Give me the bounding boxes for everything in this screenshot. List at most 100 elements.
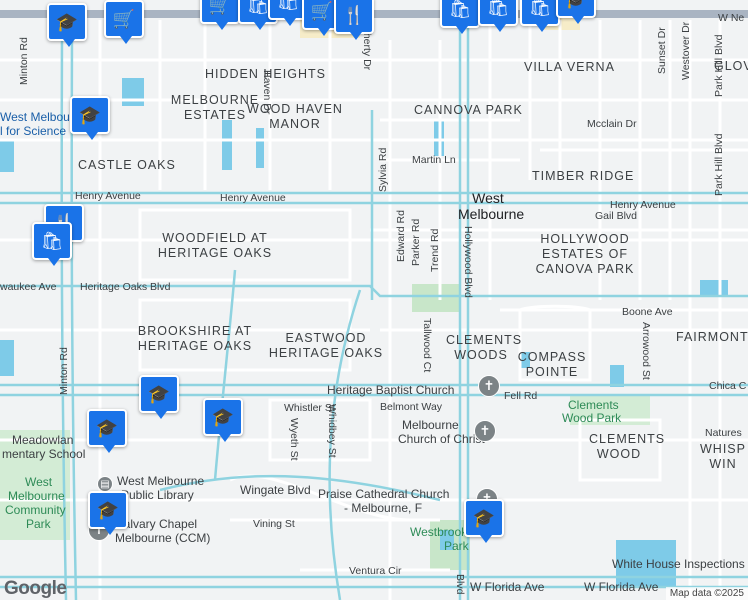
graduation-cap-icon[interactable]: 🎓: [87, 409, 127, 453]
road-label: Sylvia Rd: [377, 147, 389, 192]
road-label: Henry Avenue: [220, 192, 286, 204]
shopping-bag-icon[interactable]: 🛍: [440, 0, 480, 34]
area-label: CANNOVA PARK: [414, 103, 523, 117]
area-label: CLEMENTS WOODS: [446, 333, 523, 362]
poi-label[interactable]: Melbourne: [402, 418, 459, 432]
poi-label[interactable]: Park: [26, 517, 51, 531]
poi-label[interactable]: Clements: [568, 398, 619, 412]
area-label: HOLLYWOOD ESTATES OF CANOVA PARK: [535, 232, 635, 276]
road-label: Hollywood Blvd: [462, 226, 474, 298]
shopping-bag-icon[interactable]: 🛍: [478, 0, 518, 32]
area-label: HIDDEN HEIGHTS: [205, 67, 326, 81]
church-icon[interactable]: ✝: [478, 375, 500, 397]
road-label: Whistler St: [284, 402, 335, 414]
church-icon[interactable]: ✝: [474, 420, 496, 442]
poi-label[interactable]: Church of Christ: [398, 432, 485, 446]
arterial-roads: [0, 19, 748, 600]
map-attribution: Map data ©2025: [665, 587, 748, 600]
road-label: Sunset Dr: [656, 27, 668, 74]
park-area: [412, 284, 460, 312]
area-label: WHISP WIN: [700, 442, 746, 471]
road-label: Ventura Cir: [349, 565, 402, 577]
poi-label[interactable]: Praise Cathedral Church: [318, 487, 450, 501]
city-label: West Melbourne: [458, 190, 525, 222]
poi-label[interactable]: Community: [5, 503, 66, 517]
cart-icon[interactable]: 🛒: [104, 0, 144, 44]
graduation-cap-icon[interactable]: 🎓: [47, 3, 87, 47]
road-label: Park Hill Blvd: [713, 34, 725, 97]
road-label: W Ne: [718, 12, 745, 24]
road-label: waukee Ave: [0, 281, 57, 293]
poi-label[interactable]: Melbourne (CCM): [115, 531, 211, 545]
area-label: EASTWOOD HERITAGE OAKS: [268, 331, 384, 360]
road-label: W Florida Ave: [470, 580, 545, 594]
community-park-area: [0, 430, 70, 540]
road-label: Haven Dr: [261, 70, 273, 115]
graduation-cap-icon[interactable]: 🎓: [556, 0, 596, 24]
road-label: Arrowood St: [640, 322, 652, 380]
road-label: Henry Avenue: [75, 190, 141, 202]
road-label: Minton Rd: [18, 37, 30, 85]
area-label: COMPASS POINTE: [517, 350, 587, 379]
road-label: Henry Avenue: [610, 199, 676, 211]
poi-label[interactable]: West Melbourne: [0, 110, 88, 124]
road-label: Natures: [705, 427, 742, 439]
cart-icon[interactable]: 🛒: [200, 0, 240, 30]
poi-label[interactable]: Park: [444, 539, 469, 553]
road-label: Boone Ave: [622, 306, 673, 318]
poi-label[interactable]: White House Inspections: [612, 557, 745, 571]
road-label: Martin Ln: [412, 154, 456, 166]
area-label: TIMBER RIDGE: [532, 169, 635, 183]
poi-label[interactable]: Heritage Baptist Church: [327, 383, 455, 397]
poi-label[interactable]: West: [25, 475, 53, 489]
area-label: VILLA VERNA: [524, 60, 615, 74]
poi-label[interactable]: Public Library: [121, 488, 194, 502]
poi-label[interactable]: Wood Park: [562, 411, 622, 425]
road-label: Whidbey St: [326, 404, 338, 458]
area-label: WOODFIELD AT HERITAGE OAKS: [157, 231, 273, 260]
google-logo[interactable]: Google: [4, 578, 67, 599]
road-label: W Florida Ave: [584, 580, 659, 594]
road-label: Wingate Blvd: [240, 483, 311, 497]
road-label: Minton Rd: [58, 347, 70, 395]
area-label: FAIRMONT: [676, 330, 748, 344]
road-label: Belmont Way: [380, 401, 443, 413]
road-label: Heritage Oaks Blvd: [80, 281, 171, 293]
shopping-bag-icon[interactable]: 🛍: [32, 222, 72, 266]
area-label: WOOD HAVEN MANOR: [247, 102, 343, 131]
graduation-cap-icon[interactable]: 🎓: [464, 499, 504, 543]
road-label: Chica C: [709, 380, 747, 392]
road-label: Fell Rd: [504, 390, 538, 402]
area-label: BROOKSHIRE AT HERITAGE OAKS: [137, 324, 253, 353]
graduation-cap-icon[interactable]: 🎓: [203, 398, 243, 442]
graduation-cap-icon[interactable]: 🎓: [88, 491, 128, 535]
poi-label[interactable]: mentary School: [2, 447, 86, 461]
poi-label[interactable]: Melbourne: [8, 489, 65, 503]
graduation-cap-icon[interactable]: 🎓: [139, 375, 179, 419]
library-icon[interactable]: ▤: [97, 476, 113, 492]
road-label: Park Hill Blvd: [713, 133, 725, 196]
shopping-bag-icon[interactable]: 🛍: [520, 0, 560, 32]
poi-label[interactable]: Meadowlan: [12, 433, 74, 447]
poi-label[interactable]: Westbrook: [410, 525, 468, 539]
graduation-cap-icon[interactable]: 🎓: [70, 96, 110, 140]
area-label: MELBOURNE ESTATES: [170, 93, 260, 122]
road-label: Parker Rd: [410, 218, 422, 266]
area-label: CLEMENTS WOOD: [589, 432, 666, 461]
poi-label[interactable]: - Melbourne, F: [344, 501, 423, 515]
road-label: Edward Rd: [395, 210, 407, 262]
road-label: Blvd: [454, 574, 466, 595]
road-label: Vining St: [253, 518, 295, 530]
road-label: Trend Rd: [429, 228, 441, 272]
poi-label[interactable]: l for Science: [0, 124, 67, 138]
road-label: Westover Dr: [680, 21, 692, 80]
poi-label[interactable]: West Melbourne: [117, 474, 205, 488]
area-label: CASTLE OAKS: [78, 158, 176, 172]
road-label: Mcclain Dr: [587, 118, 637, 130]
area-label: GLOV: [714, 59, 748, 73]
road-label: Wyeth St: [288, 418, 300, 461]
utensils-icon[interactable]: 🍴: [334, 0, 374, 40]
road-label: Gail Blvd: [595, 210, 638, 222]
poi-label[interactable]: Calvary Chapel: [115, 517, 198, 531]
water-bodies: [0, 78, 728, 588]
